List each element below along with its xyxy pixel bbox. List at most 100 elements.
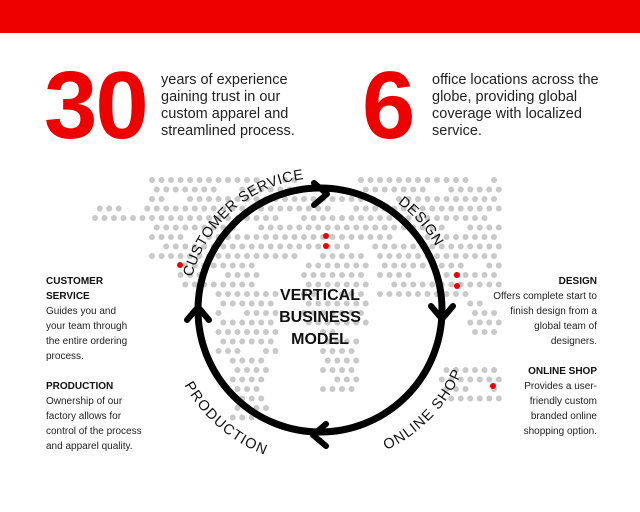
map-dot	[372, 224, 379, 231]
map-dot	[210, 224, 217, 231]
map-dot	[244, 291, 250, 297]
map-dot	[258, 319, 265, 326]
map-dot	[182, 186, 189, 193]
map-dot	[153, 186, 160, 193]
map-dot	[172, 205, 179, 212]
map-dot	[486, 395, 493, 402]
map-dot	[248, 319, 255, 326]
map-dot	[443, 367, 450, 373]
map-dot	[239, 414, 246, 421]
map-dot	[396, 291, 402, 297]
map-dot	[263, 348, 269, 354]
map-dot	[225, 215, 231, 221]
map-dot	[182, 262, 189, 269]
left-descriptions: CUSTOMER SERVICE Guides you and your tea…	[46, 274, 156, 469]
map-dot	[339, 348, 345, 354]
map-dot	[476, 395, 483, 402]
design-title: DESIGN	[558, 276, 597, 287]
map-dot	[263, 215, 269, 221]
map-dot	[258, 357, 265, 364]
map-dot	[191, 262, 198, 269]
map-dot	[191, 243, 198, 250]
map-dot	[196, 196, 203, 202]
map-dot	[476, 224, 483, 231]
map-dot	[248, 186, 255, 193]
map-dot	[201, 224, 208, 231]
map-dot	[111, 215, 117, 221]
map-dot	[187, 253, 193, 259]
map-dot	[149, 253, 155, 259]
map-dot	[419, 281, 426, 288]
map-dot	[296, 243, 303, 250]
map-dot	[239, 319, 246, 326]
map-dot	[234, 386, 241, 392]
map-dot	[149, 234, 155, 240]
map-dot	[282, 177, 288, 183]
map-dot	[239, 243, 246, 250]
map-dot	[448, 395, 455, 402]
map-dot	[215, 310, 222, 316]
map-dot	[201, 186, 208, 193]
map-dot	[272, 291, 279, 297]
map-dot	[206, 177, 212, 183]
map-dot	[443, 272, 450, 278]
map-dot	[462, 272, 469, 278]
map-dot	[315, 205, 322, 212]
map-dot	[248, 300, 255, 307]
map-dot	[291, 196, 298, 202]
map-dot	[172, 243, 179, 250]
map-dot	[453, 253, 459, 259]
map-dot	[130, 215, 136, 221]
map-dot	[400, 205, 407, 212]
office-location-dot	[454, 283, 460, 289]
design-text: Offers complete start to finish design f…	[493, 291, 597, 347]
map-dot	[391, 224, 398, 231]
customer-service-title: CUSTOMER SERVICE	[46, 276, 104, 302]
map-dot	[310, 310, 317, 316]
map-dot	[462, 253, 469, 259]
map-dot	[334, 262, 341, 269]
map-dot	[182, 224, 189, 231]
map-dot	[191, 224, 198, 231]
map-dot	[457, 186, 464, 193]
map-dot	[334, 376, 341, 383]
map-dot	[263, 367, 269, 373]
map-dot	[187, 215, 193, 221]
map-dot	[438, 205, 445, 212]
stat-years-number: 30	[44, 52, 149, 159]
map-dot	[486, 376, 493, 383]
map-dot	[324, 319, 331, 326]
map-dot	[453, 215, 459, 221]
map-dot	[362, 224, 369, 231]
arrow-right-icon	[428, 303, 456, 322]
customer-service-text: Guides you and your team through the ent…	[46, 306, 128, 362]
map-dot	[291, 177, 298, 183]
map-dot	[244, 272, 250, 278]
map-dot	[367, 177, 374, 183]
map-dot	[239, 376, 246, 383]
map-dot	[467, 395, 474, 402]
map-dot	[472, 329, 478, 335]
map-dot	[182, 243, 189, 250]
map-dot	[410, 186, 417, 193]
map-dot	[348, 272, 355, 278]
map-dot	[267, 186, 274, 193]
map-dot	[315, 262, 322, 269]
map-dot	[467, 205, 474, 212]
map-dot	[263, 234, 269, 240]
map-dot	[286, 205, 293, 212]
map-dot	[486, 186, 493, 193]
map-dot	[481, 234, 488, 240]
map-dot	[149, 215, 155, 221]
map-dot	[320, 367, 326, 373]
map-dot	[367, 215, 374, 221]
map-dot	[149, 177, 155, 183]
map-dot	[244, 177, 250, 183]
map-dot	[410, 262, 417, 269]
map-dot	[182, 205, 189, 212]
map-dot	[220, 262, 227, 269]
map-dot	[367, 234, 374, 240]
map-dot	[491, 234, 497, 240]
map-dot	[329, 215, 336, 221]
map-dot	[324, 205, 331, 212]
